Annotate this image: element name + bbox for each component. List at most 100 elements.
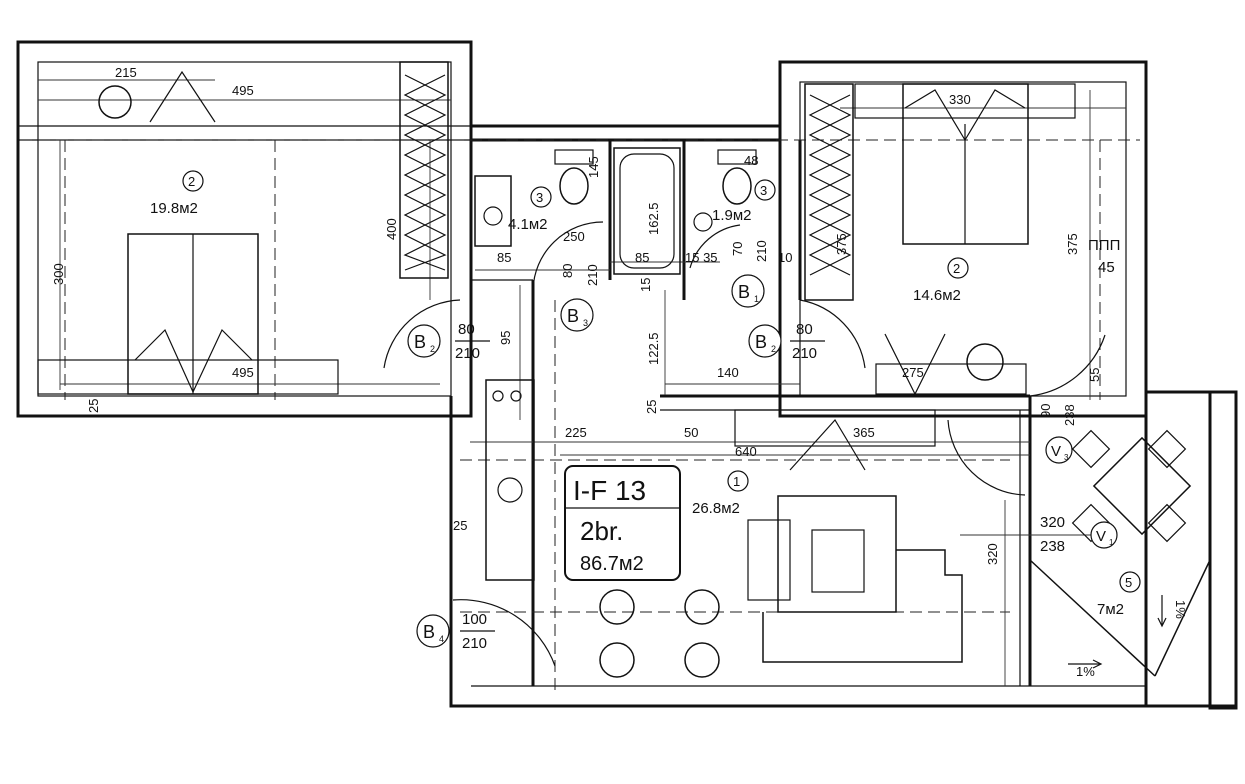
svg-text:V: V — [1051, 443, 1061, 460]
room-bedroom-left: 2 19.8м2 — [150, 170, 204, 217]
room-number: 3 — [760, 183, 767, 198]
dim-495-top: 495 — [232, 83, 254, 98]
room-number: 3 — [536, 190, 543, 205]
dim-375-a: 375 — [834, 233, 849, 255]
svg-text:210: 210 — [792, 345, 817, 362]
wardrobe-right — [804, 83, 854, 301]
svg-text:70: 70 — [730, 242, 745, 256]
kitchen-counter — [485, 379, 535, 581]
sink-left — [474, 175, 512, 247]
svg-text:320: 320 — [1040, 514, 1065, 531]
svg-text:2: 2 — [771, 344, 776, 354]
furniture — [37, 61, 1192, 678]
room-area: 19.8м2 — [150, 200, 198, 217]
room-bath-right: 3 1.9м2 — [712, 179, 776, 224]
dim-250: 250 — [563, 229, 585, 244]
svg-text:1: 1 — [1109, 538, 1114, 547]
unit-code: I-F 13 — [573, 475, 646, 506]
dim-140: 140 — [717, 365, 739, 380]
svg-text:1: 1 — [754, 294, 759, 304]
svg-text:90: 90 — [1038, 404, 1053, 418]
dashed-axes — [20, 139, 1140, 690]
svg-text:B: B — [738, 282, 750, 302]
svg-text:B: B — [755, 332, 767, 352]
room-area: 26.8м2 — [692, 500, 740, 517]
walls — [16, 40, 1238, 710]
toilet-left — [559, 167, 589, 205]
room-number: 1 — [733, 474, 740, 489]
door-mark-b3: B 3 80 210 — [560, 264, 600, 332]
plant-left — [98, 85, 132, 119]
door-mark-v1: V 1 320 238 — [1040, 514, 1118, 555]
room-number: 2 — [188, 174, 195, 189]
door-mark-b1: B 1 70 210 — [730, 240, 769, 308]
dim-95: 95 — [498, 331, 513, 345]
svg-text:80: 80 — [458, 321, 475, 338]
unit-type: 2br. — [580, 516, 623, 546]
svg-text:238: 238 — [1062, 404, 1077, 426]
dim-50: 50 — [684, 425, 698, 440]
room-bedroom-right: 2 14.6м2 — [913, 257, 969, 304]
toilet-right — [722, 167, 752, 205]
room-living: 1 26.8м2 — [692, 470, 749, 517]
dim-320: 320 — [985, 543, 1000, 565]
door-mark-b4: B 4 100 210 — [416, 611, 495, 652]
dim-85-a: 85 — [497, 250, 511, 265]
room-bath-left: 3 4.1м2 — [508, 186, 552, 233]
door-mark-v3: V 3 90 238 — [1038, 404, 1077, 464]
svg-text:4: 4 — [439, 634, 444, 644]
svg-text:210: 210 — [462, 635, 487, 652]
dining-set — [599, 589, 720, 678]
bathtub — [613, 147, 681, 275]
dim-375-b: 375 — [1065, 233, 1080, 255]
dim-215: 215 — [115, 65, 137, 80]
door-swings — [383, 221, 1106, 667]
ppp-label: ППП — [1088, 237, 1120, 254]
room-area: 14.6м2 — [913, 287, 961, 304]
dim-25-b: 25 — [644, 400, 659, 414]
svg-text:100: 100 — [462, 611, 487, 628]
dim-25-a: 25 — [86, 399, 101, 413]
dim-15-35: 15 35 — [685, 250, 718, 265]
dim-10: 10 — [778, 250, 792, 265]
dim-225: 225 — [565, 425, 587, 440]
svg-text:2: 2 — [430, 344, 435, 354]
room-terrace: 5 7м2 — [1097, 571, 1141, 618]
unit-total-area: 86.7м2 — [580, 553, 644, 575]
dim-55: 55 — [1087, 368, 1102, 382]
door-mark-b2-left: B 2 80 210 — [407, 321, 490, 362]
room-area: 7м2 — [1097, 601, 1124, 618]
dimension-text: 215 495 300 400 495 25 85 250 85 15 35 1… — [51, 65, 1188, 679]
svg-text:210: 210 — [455, 345, 480, 362]
svg-text:80: 80 — [560, 264, 575, 278]
svg-text:3: 3 — [1064, 453, 1069, 462]
dim-275: 275 — [902, 365, 924, 380]
dim-145: 145 — [586, 156, 601, 178]
wardrobe-left — [399, 61, 449, 279]
svg-text:3: 3 — [583, 318, 588, 328]
door-mark-b2-right: B 2 80 210 — [748, 321, 825, 362]
svg-text:B: B — [423, 622, 435, 642]
door-marks: B 2 80 210 B 3 80 210 B 1 70 210 B 2 80 … — [407, 240, 1118, 652]
dim-15: 15 — [638, 278, 653, 292]
room-labels: 2 19.8м2 3 4.1м2 3 1.9м2 2 14.6м2 1 26.8… — [150, 170, 1141, 618]
dim-162-5: 162.5 — [646, 202, 661, 235]
unit-label-box: I-F 13 2br. 86.7м2 — [564, 465, 681, 581]
slope-a: 1% — [1076, 664, 1095, 679]
dim-300: 300 — [51, 263, 66, 285]
dim-640: 640 — [735, 444, 757, 459]
dim-330: 330 — [949, 92, 971, 107]
dim-365: 365 — [853, 425, 875, 440]
dim-25-c: 25 — [453, 518, 467, 533]
room-number: 5 — [1125, 575, 1132, 590]
svg-text:B: B — [567, 306, 579, 326]
svg-text:80: 80 — [796, 321, 813, 338]
svg-text:V: V — [1096, 528, 1106, 545]
dim-48: 48 — [744, 153, 758, 168]
dim-85-b: 85 — [635, 250, 649, 265]
dimension-lines — [38, 79, 1126, 686]
svg-text:210: 210 — [585, 264, 600, 286]
svg-text:238: 238 — [1040, 538, 1065, 555]
dim-45: 45 — [1098, 259, 1115, 276]
